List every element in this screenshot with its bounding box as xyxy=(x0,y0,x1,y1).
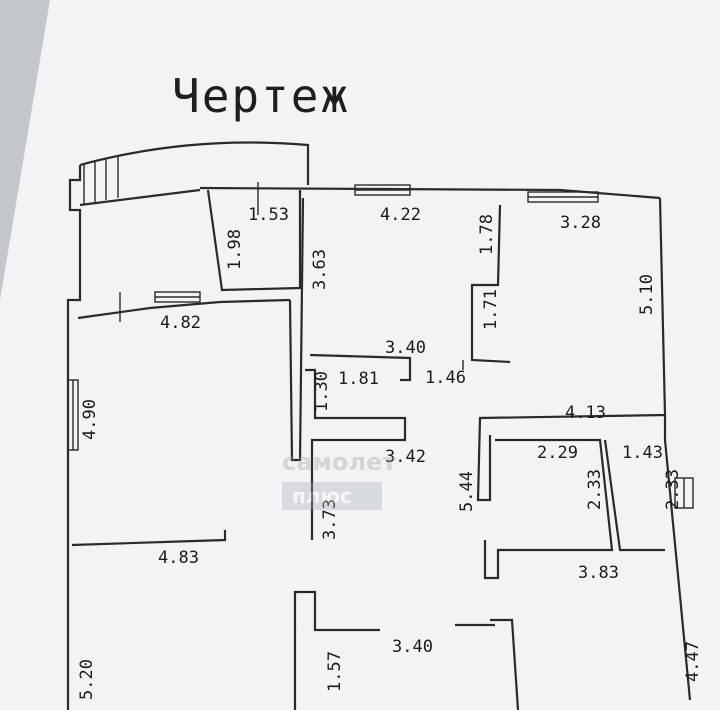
dim-label: 1.81 xyxy=(338,369,379,389)
dim-label: 1.71 xyxy=(481,289,501,330)
dim-label: 5.20 xyxy=(77,659,97,700)
dim-label: 1.43 xyxy=(622,443,663,463)
dim-label: 4.90 xyxy=(80,399,100,440)
dim-label: 4.13 xyxy=(565,403,606,423)
dim-label: 5.10 xyxy=(637,274,657,315)
dim-label: 2.29 xyxy=(537,443,578,463)
paper-shadow xyxy=(0,0,50,300)
drawing-title: Чертеж xyxy=(172,69,350,123)
dim-label: 3.28 xyxy=(560,213,601,233)
dimension-labels: 1.53 1.98 4.22 1.78 3.28 3.63 1.71 5.10 … xyxy=(77,205,703,700)
dim-label: 3.83 xyxy=(578,563,619,583)
watermark: самолет плюс xyxy=(282,448,396,510)
dim-label: 3.63 xyxy=(310,249,330,290)
dim-label: 1.53 xyxy=(248,205,289,225)
dim-label: 3.40 xyxy=(392,637,433,657)
dim-label: 4.47 xyxy=(683,641,703,682)
dim-label: 3.73 xyxy=(320,499,340,540)
watermark-badge xyxy=(282,482,382,510)
dim-label: 1.78 xyxy=(477,214,497,255)
dim-label: 3.42 xyxy=(385,447,426,467)
dim-label: 1.98 xyxy=(225,229,245,270)
plan-outline xyxy=(66,141,692,710)
watermark-line1: самолет xyxy=(282,448,396,476)
dim-label: 4.22 xyxy=(380,205,421,225)
dim-label: 1.57 xyxy=(325,651,345,692)
dim-label: 5.44 xyxy=(457,471,477,512)
dim-label: 1.46 xyxy=(425,368,466,388)
dim-label: 2.33 xyxy=(585,469,605,510)
windows xyxy=(67,184,694,509)
interior-walls xyxy=(71,182,665,710)
dim-label: 3.40 xyxy=(385,338,426,358)
dim-label: 4.83 xyxy=(158,548,199,568)
dim-label: 1.30 xyxy=(312,371,332,412)
dim-label: 4.82 xyxy=(160,313,201,333)
dim-label: 2.33 xyxy=(663,469,683,510)
watermark-line2: плюс xyxy=(292,484,352,508)
